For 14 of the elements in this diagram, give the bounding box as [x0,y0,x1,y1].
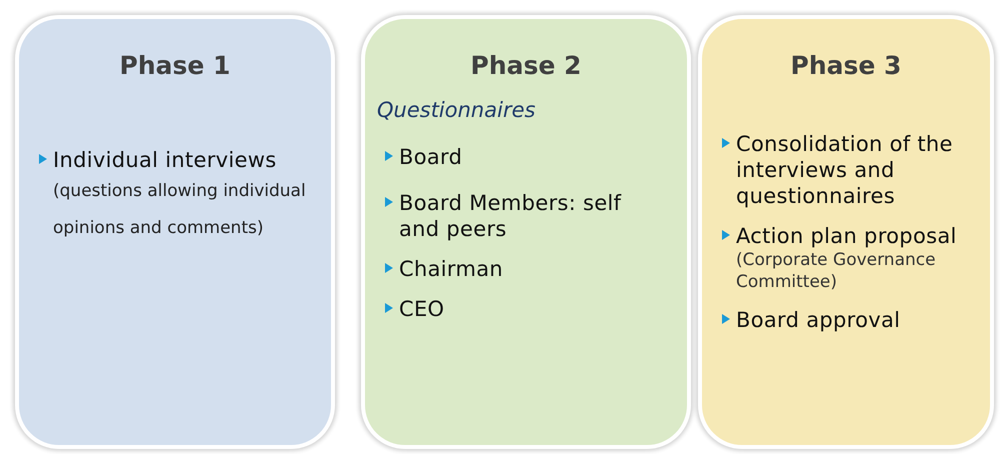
phase-heading: Phase 1 [118,50,232,82]
bullet-text: Board Members: self and peers [399,190,622,242]
phase-heading: Phase 3 [790,50,902,82]
bullet-text: Individual interviews [53,146,278,172]
bullet-text: Consolidation of the interviews and questionnaires [736,130,954,208]
phase-heading: Phase 2 [470,50,582,82]
section-heading: Questionnaires [377,96,536,124]
note-text: (questions allowing individual opinions and comments) [52,180,307,240]
bullet-text: CEO [399,296,446,322]
note-text: (Corporate Governance Committee) [735,248,937,292]
bullet-text: Board [399,144,464,170]
bullet-text: Action plan proposal [736,222,958,248]
bullet-text: Board approval [736,306,902,332]
bullet-text: Chairman [399,256,504,282]
